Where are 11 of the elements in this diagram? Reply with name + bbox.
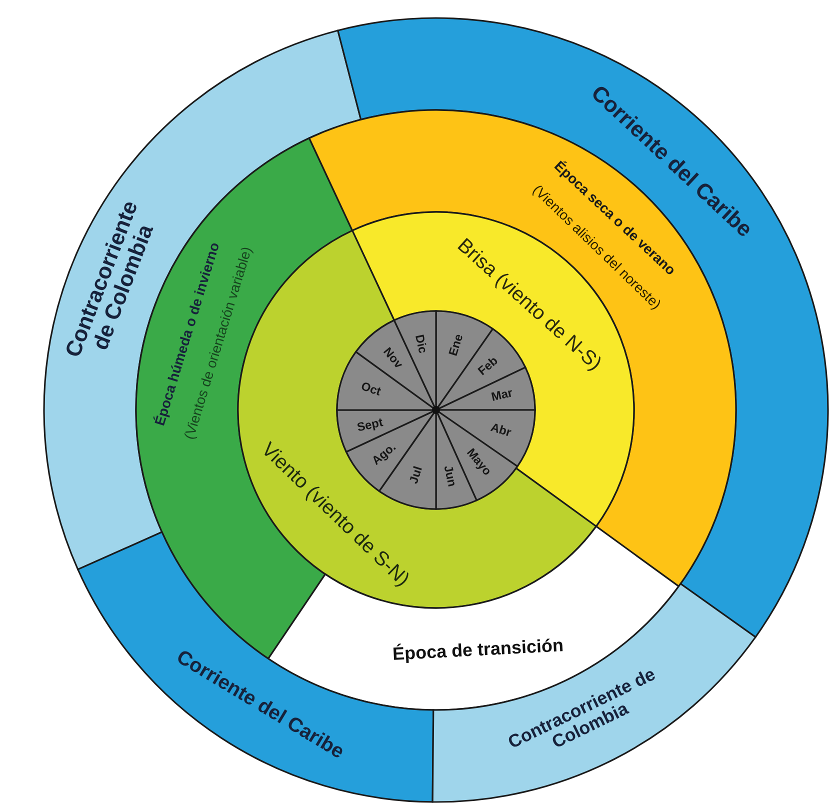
month-label: Jun [442, 464, 459, 488]
month-label: Jul [406, 464, 424, 485]
month-label: Ene [447, 332, 466, 358]
month-label: Sept [356, 416, 384, 434]
month-label: Feb [476, 354, 500, 378]
month-label: Ago. [370, 440, 398, 468]
month-label: Dic [413, 333, 430, 354]
segment-label: Época de transición [392, 636, 564, 664]
month-label: Oct [360, 380, 383, 398]
month-label: Mar [490, 386, 514, 404]
month-label: Abr [489, 421, 513, 440]
